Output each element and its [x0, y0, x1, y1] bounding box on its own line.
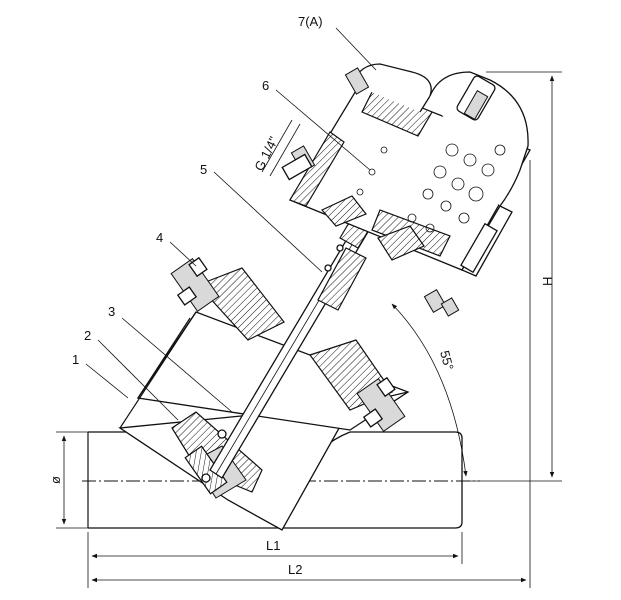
thread-label: G 1/4"	[251, 134, 281, 174]
part-5-label: 5	[200, 162, 207, 177]
actuator-housing	[281, 63, 531, 317]
dimension-l2: L2	[91, 160, 531, 588]
dimension-l1: L1	[87, 532, 463, 588]
part-7-label: 7(A)	[298, 14, 323, 29]
diameter-label: ø	[48, 476, 63, 484]
l2-label: L2	[288, 562, 302, 577]
part-2-label: 2	[84, 328, 91, 343]
h-label: H	[540, 277, 555, 286]
angle-label: 55°	[437, 349, 457, 372]
part-3-label: 3	[108, 304, 115, 319]
leaders	[85, 27, 377, 421]
part-1-label: 1	[72, 352, 79, 367]
dimension-h: H	[466, 71, 562, 482]
part-6-label: 6	[262, 78, 269, 93]
part-4-label: 4	[156, 230, 163, 245]
angle-indicator: 55°	[391, 303, 468, 477]
l1-label: L1	[266, 538, 280, 553]
piston-pattern	[356, 143, 506, 233]
dimension-diameter: ø	[48, 431, 88, 529]
upper-flange	[170, 256, 285, 341]
